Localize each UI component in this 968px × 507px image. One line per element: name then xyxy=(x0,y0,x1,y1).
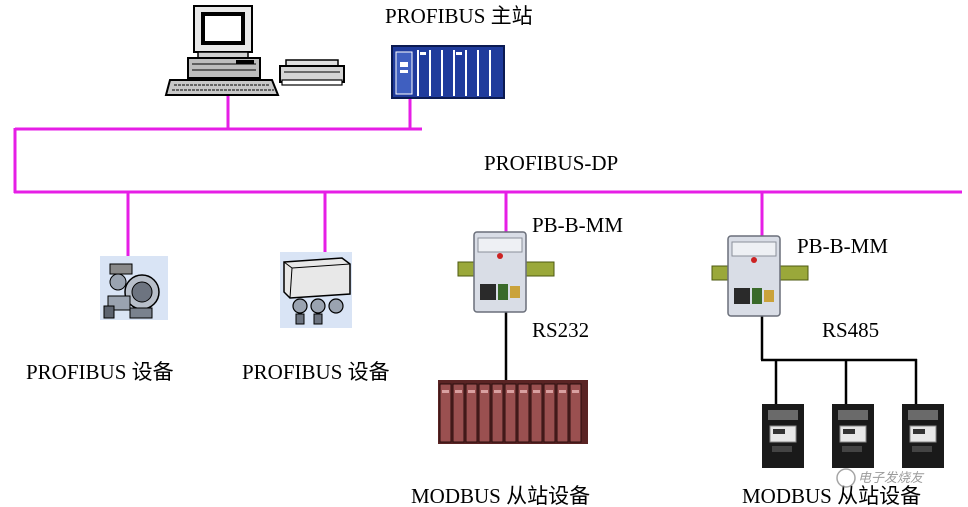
pressure-transmitter-icon xyxy=(100,256,168,320)
gateway1-label: PB-B-MM xyxy=(532,213,623,237)
rs232-label: RS232 xyxy=(532,318,589,342)
serial-lines xyxy=(504,310,918,404)
gateway-icon xyxy=(457,231,555,313)
gateway-icon xyxy=(711,235,809,317)
drive-icon xyxy=(902,404,944,468)
watermark: 电子发烧友 xyxy=(836,468,925,488)
plc-io-rack-icon xyxy=(438,380,588,444)
rs485-label: RS485 xyxy=(822,318,879,342)
profibus-bus xyxy=(13,96,962,260)
positioner-icon xyxy=(280,252,352,328)
gateway2-label: PB-B-MM xyxy=(797,234,888,258)
slave2-label: MODBUS 从站设备 xyxy=(742,484,921,507)
drive-icon xyxy=(762,404,804,468)
bus-name-label: PROFIBUS-DP xyxy=(484,151,618,175)
slave1-label: MODBUS 从站设备 xyxy=(411,484,590,507)
computer-workstation-icon xyxy=(164,5,280,96)
master-label: PROFIBUS 主站 xyxy=(385,4,533,28)
drive-icon xyxy=(832,404,874,468)
plc-master-icon xyxy=(391,45,505,99)
device1-label: PROFIBUS 设备 xyxy=(26,360,174,384)
printer-icon xyxy=(279,59,345,86)
watermark-text: 电子发烧友 xyxy=(858,471,925,486)
device2-label: PROFIBUS 设备 xyxy=(242,360,390,384)
